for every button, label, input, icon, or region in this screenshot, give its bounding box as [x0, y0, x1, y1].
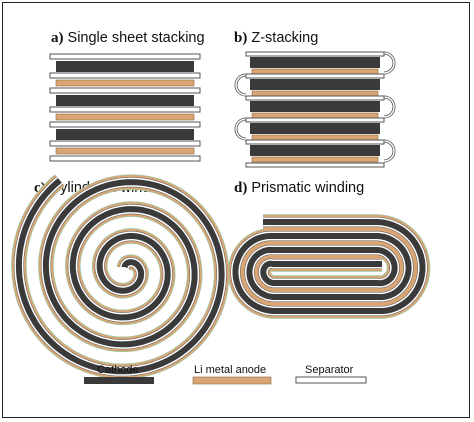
separator-sheet [245, 95, 385, 101]
separator-fold-inner [383, 96, 395, 118]
anode-sheet [251, 90, 379, 97]
legend-cathode-label: Cathode [97, 364, 139, 376]
panel-d-title: Prismatic winding [251, 180, 365, 196]
prismatic-winding [227, 214, 431, 319]
separator-sheet [49, 106, 201, 113]
separator-sheet [245, 139, 385, 145]
cathode-sheet [56, 129, 194, 140]
separator-sheet [49, 121, 201, 128]
single-sheet-stack [49, 53, 201, 162]
legend-separator-swatch [295, 376, 367, 384]
separator-sheet [245, 51, 385, 57]
separator-sheet [245, 73, 385, 79]
panel-a-letter: a) [51, 30, 64, 46]
z-stack [234, 51, 396, 168]
separator-fold [383, 95, 396, 119]
cathode-sheet [56, 61, 194, 72]
anode-sheet [251, 134, 379, 141]
separator-sheet [49, 87, 201, 94]
panel-b-title: Z-stacking [251, 30, 319, 46]
separator-fold-inner [383, 52, 395, 74]
legend-anode-label: Li metal anode [194, 364, 267, 376]
prismatic-cathode [232, 219, 426, 314]
panel-d-label: d) Prismatic winding [234, 180, 364, 197]
separator-fold-inner [383, 140, 395, 162]
legend-cathode-swatch [84, 377, 154, 384]
anode-sheet [251, 156, 379, 163]
legend-separator-label: Separator [305, 364, 354, 376]
figure-frame [2, 2, 470, 418]
panel-d-letter: d) [234, 180, 248, 196]
panel-b-label: b) Z-stacking [234, 30, 318, 47]
anode-sheet [251, 68, 379, 75]
anode-sheet [55, 147, 195, 155]
panel-a-title: Single sheet stacking [67, 30, 205, 46]
separator-sheet [49, 155, 201, 162]
separator-fold [383, 139, 396, 163]
cathode-sheet [250, 101, 380, 112]
separator-sheet [245, 162, 385, 168]
spiral-cathode [15, 178, 225, 375]
panel-c-letter: c) [34, 180, 46, 196]
cathode-sheet [56, 95, 194, 106]
separator-fold-inner [235, 74, 247, 96]
legend-anode-swatch [192, 376, 272, 385]
cathode-sheet [250, 145, 380, 156]
anode-sheet [55, 113, 195, 121]
cylindrical-winding [11, 174, 230, 380]
legend-swatches [84, 376, 367, 385]
separator-fold [234, 117, 247, 141]
cathode-sheet [250, 79, 380, 90]
separator-sheet [49, 140, 201, 147]
cathode-sheet [250, 123, 380, 134]
separator-sheet [49, 72, 201, 79]
separator-sheet [49, 53, 201, 60]
panel-b-letter: b) [234, 30, 248, 46]
panel-a-label: a) Single sheet stacking [51, 30, 205, 47]
anode-sheet [55, 79, 195, 87]
separator-fold [234, 73, 247, 97]
cathode-sheet [250, 57, 380, 68]
separator-fold [383, 51, 396, 75]
separator-fold-inner [235, 118, 247, 140]
anode-sheet [251, 112, 379, 119]
separator-sheet [245, 117, 385, 123]
